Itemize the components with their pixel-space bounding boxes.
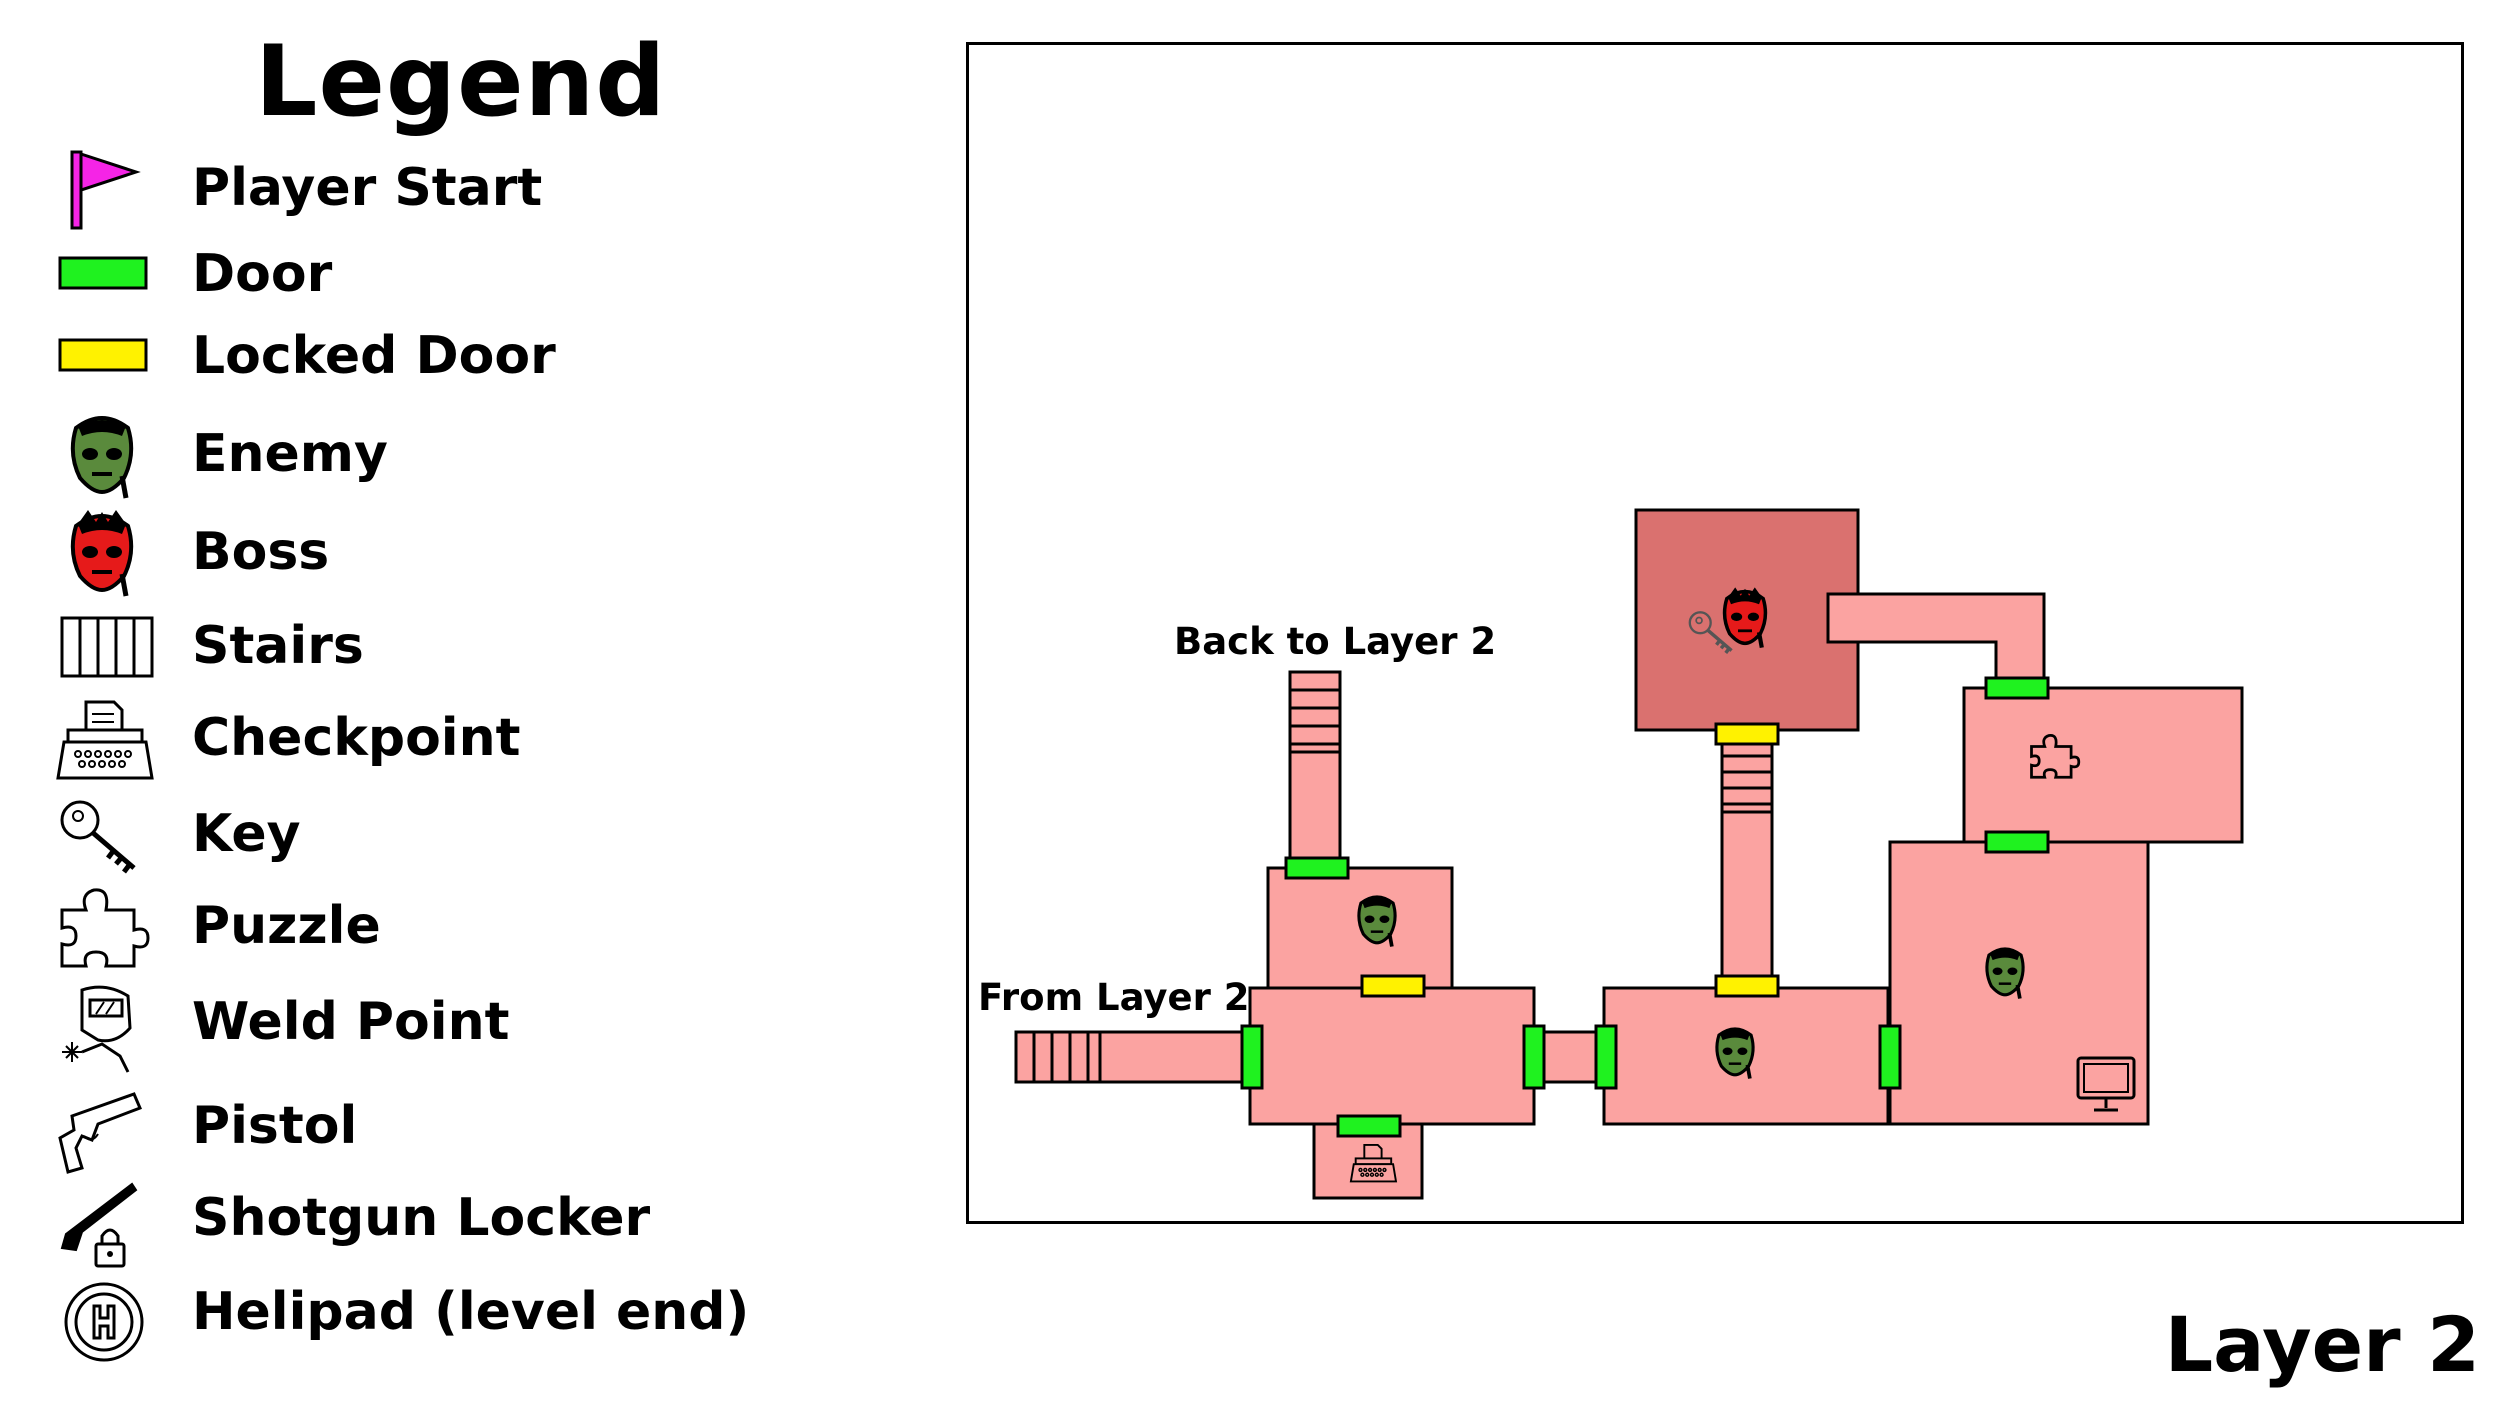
weld-point-icon <box>52 984 160 1074</box>
locked-door-icon <box>52 324 160 414</box>
legend-item-key: Key <box>0 798 760 878</box>
legend-item-puzzle: Puzzle <box>0 880 760 968</box>
corridor-back-to-layer <box>1288 670 1342 870</box>
checkpoint-typewriter-icon <box>52 700 160 790</box>
legend-label: Weld Point <box>192 992 510 1052</box>
player-start-flag-icon <box>52 150 160 240</box>
legend-item-player-start: Player Start <box>0 150 760 230</box>
legend-label: Pistol <box>192 1096 358 1156</box>
legend-label: Boss <box>192 522 330 582</box>
legend-item-locked-door: Locked Door <box>0 324 760 404</box>
door <box>1878 1024 1902 1090</box>
room-puzzle <box>1962 686 2244 844</box>
legend-title: Legend <box>255 25 667 139</box>
stairs-middle <box>1722 754 1772 814</box>
legend-item-checkpoint: Checkpoint <box>0 700 760 780</box>
boss-icon <box>1722 587 1768 648</box>
locked-door <box>1714 722 1780 746</box>
door <box>1336 1114 1402 1138</box>
legend-item-helipad: Helipad (level end) <box>0 1282 760 1362</box>
helipad-icon <box>52 1282 160 1372</box>
enemy-icon <box>1985 947 2025 999</box>
legend-label: Player Start <box>192 158 543 218</box>
enemy-icon <box>52 410 160 500</box>
enemy-icon <box>1715 1027 1755 1079</box>
locked-door <box>1360 974 1426 998</box>
legend-label: Enemy <box>192 424 388 484</box>
door <box>1594 1024 1618 1090</box>
puzzle-icon <box>52 880 160 970</box>
legend-item-enemy: Enemy <box>0 410 760 499</box>
key-icon <box>52 798 160 888</box>
door <box>1522 1024 1546 1090</box>
key-icon <box>1688 611 1733 654</box>
legend-label: Shotgun Locker <box>192 1188 651 1248</box>
legend-item-shotgun-locker: Shotgun Locker <box>0 1180 760 1268</box>
door <box>1984 676 2050 700</box>
legend-item-weld-point: Weld Point <box>0 984 760 1073</box>
legend-label: Helipad (level end) <box>192 1282 750 1342</box>
enemy-icon <box>1357 895 1397 947</box>
label-from-layer: From Layer 2 <box>978 976 1250 1019</box>
legend-label: Door <box>192 244 333 304</box>
legend-item-door: Door <box>0 240 760 320</box>
stairs-back <box>1290 688 1340 754</box>
checkpoint-typewriter-icon <box>1349 1144 1398 1183</box>
corridor-from-layer <box>1014 1030 1256 1084</box>
legend-label: Locked Door <box>192 326 556 386</box>
stairs-icon <box>52 610 160 700</box>
door <box>1284 856 1350 880</box>
legend-label: Stairs <box>192 616 364 676</box>
room-main-left <box>1248 986 1536 1126</box>
legend-label: Key <box>192 804 301 864</box>
corridor-boss-right <box>1826 592 2046 690</box>
stairs-left <box>1032 1032 1102 1082</box>
locked-door <box>1714 974 1780 998</box>
legend-item-boss: Boss <box>0 508 760 597</box>
pistol-icon <box>52 1090 160 1180</box>
legend-label: Checkpoint <box>192 708 521 768</box>
legend-item-stairs: Stairs <box>0 610 760 690</box>
shotgun-locker-icon <box>52 1180 160 1270</box>
label-back-to-layer: Back to Layer 2 <box>1174 620 1497 663</box>
legend-label: Puzzle <box>192 896 381 956</box>
puzzle-icon <box>2030 734 2081 779</box>
door <box>1240 1024 1264 1090</box>
legend-item-pistol: Pistol <box>0 1090 760 1174</box>
layer-title: Layer 2 <box>2164 1300 2480 1389</box>
door <box>1984 830 2050 854</box>
door-icon <box>52 240 160 330</box>
map-frame <box>966 42 2464 1224</box>
monitor-icon <box>2076 1056 2136 1112</box>
corridor-stairs-middle <box>1720 734 1774 990</box>
boss-icon <box>52 508 160 598</box>
